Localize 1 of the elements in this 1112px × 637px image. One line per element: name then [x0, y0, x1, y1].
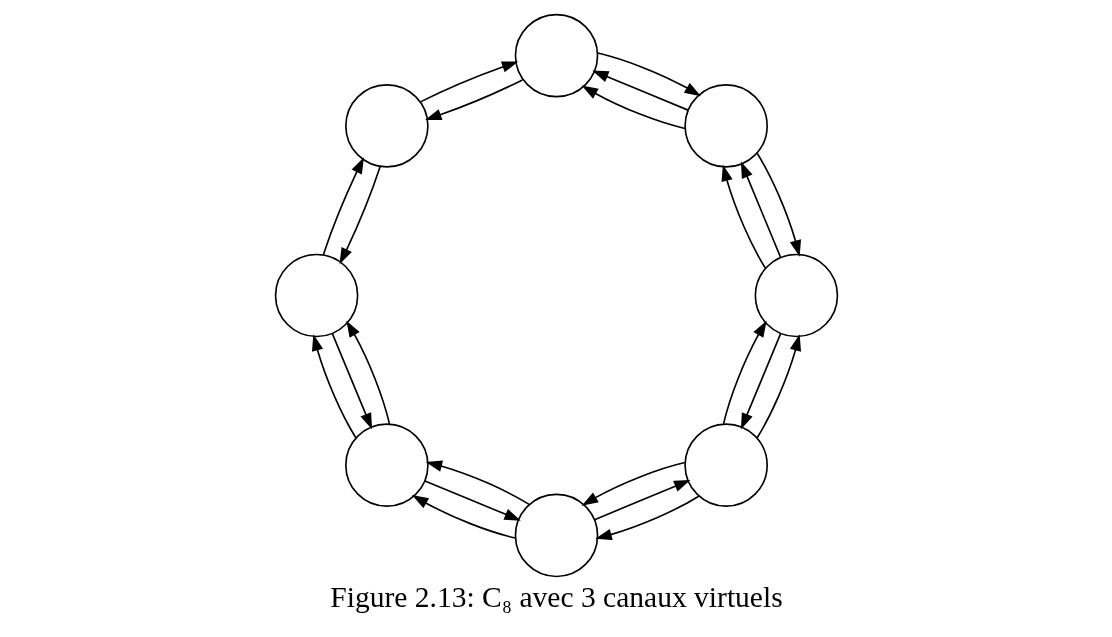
caption: Figure 2.13: C₈ avec 3 canaux virtuels [329, 580, 783, 613]
